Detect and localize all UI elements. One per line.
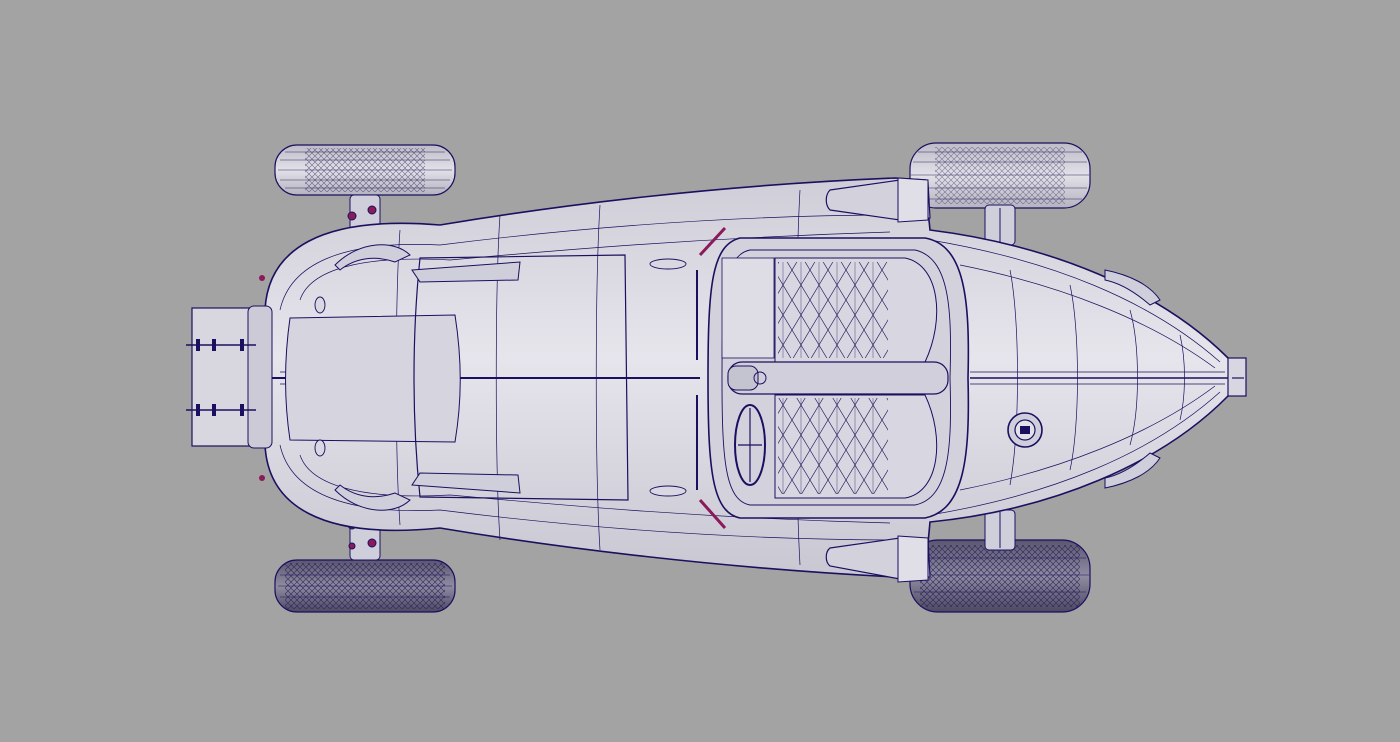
seat-left[interactable] xyxy=(774,257,938,363)
tail-light xyxy=(1227,357,1247,397)
front-right-wheel[interactable] xyxy=(274,559,456,613)
rear-left-wheel[interactable] xyxy=(909,142,1091,209)
front-fender-right xyxy=(334,472,521,511)
front-grille[interactable] xyxy=(186,305,273,449)
hood-panel[interactable] xyxy=(285,254,701,501)
front-left-wheel[interactable] xyxy=(274,144,456,196)
front-fender-left xyxy=(334,244,521,283)
cockpit-front-panel xyxy=(721,257,775,359)
tow-hooks xyxy=(259,275,265,481)
fuel-cap-icon[interactable] xyxy=(1007,412,1043,448)
rear-side-pods xyxy=(1104,269,1161,489)
rear-right-wheel[interactable] xyxy=(909,539,1091,613)
steering-wheel[interactable] xyxy=(734,404,766,486)
rear-suspension xyxy=(984,204,1016,551)
windscreen[interactable] xyxy=(696,226,727,529)
seat-right[interactable] xyxy=(774,394,938,499)
rear-fender-left xyxy=(825,177,931,223)
rear-fender-right xyxy=(825,535,931,583)
hood-vents xyxy=(314,258,687,497)
transmission-tunnel xyxy=(727,361,949,395)
